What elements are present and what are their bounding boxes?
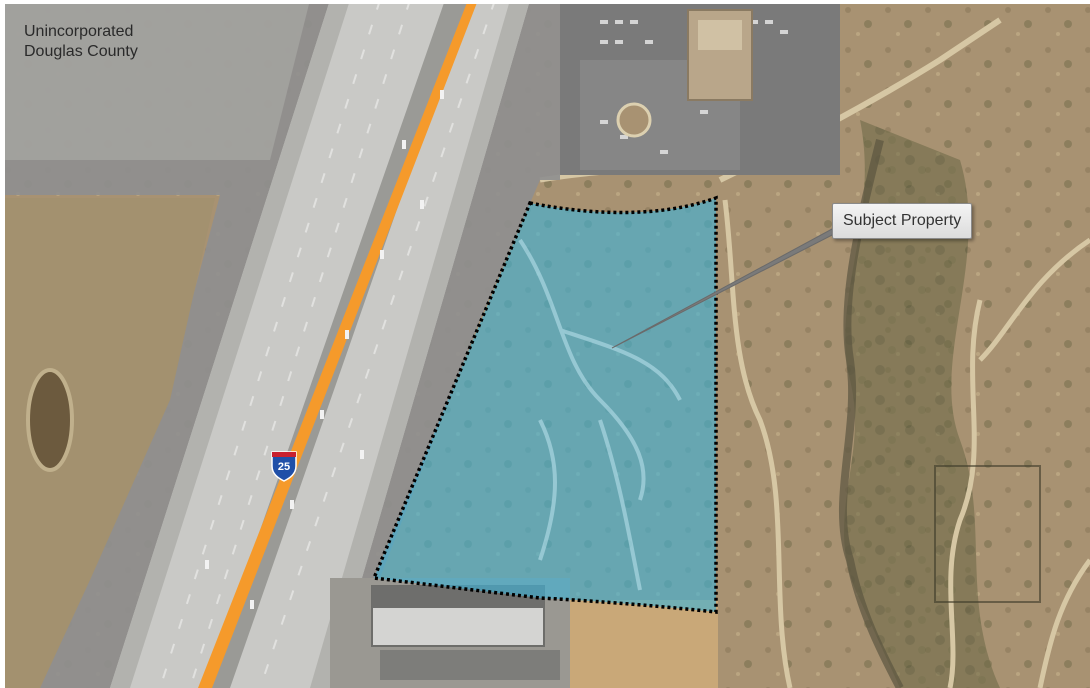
interstate-shield-icon: 25 <box>271 451 297 482</box>
left-border <box>0 0 5 688</box>
trail-5 <box>978 237 1090 362</box>
warehouse-parking <box>380 650 560 680</box>
county-label-line-2: Douglas County <box>24 43 138 60</box>
trail-6 <box>1037 558 1090 688</box>
parcel-trails <box>518 238 682 591</box>
landscape-circle <box>616 102 652 138</box>
left-terrain <box>5 198 215 688</box>
highway-shoulder-right <box>310 0 530 688</box>
top-border <box>0 0 1090 4</box>
highway-centerline <box>198 0 478 688</box>
county-label-line-1: Unincorporated <box>24 23 134 40</box>
highway-shoulder-left <box>110 0 350 688</box>
commercial-building-top-roof <box>698 20 742 50</box>
pond <box>26 368 74 472</box>
creek-vegetation <box>843 120 1000 688</box>
trail-3 <box>722 199 793 688</box>
subject-property-callout[interactable]: Subject Property <box>832 203 973 239</box>
vehicles <box>205 90 444 609</box>
highway-lane-marks <box>159 0 496 688</box>
creek <box>838 139 904 688</box>
trail-4 <box>947 299 983 688</box>
fenced-lot <box>934 465 1041 603</box>
county-label: Unincorporated Douglas County <box>24 22 138 62</box>
light-pavement <box>0 0 310 160</box>
field-bottom <box>570 600 718 688</box>
highway-road <box>110 0 530 688</box>
highway-shield-number: 25 <box>278 461 290 473</box>
subject-parcel <box>371 195 718 614</box>
